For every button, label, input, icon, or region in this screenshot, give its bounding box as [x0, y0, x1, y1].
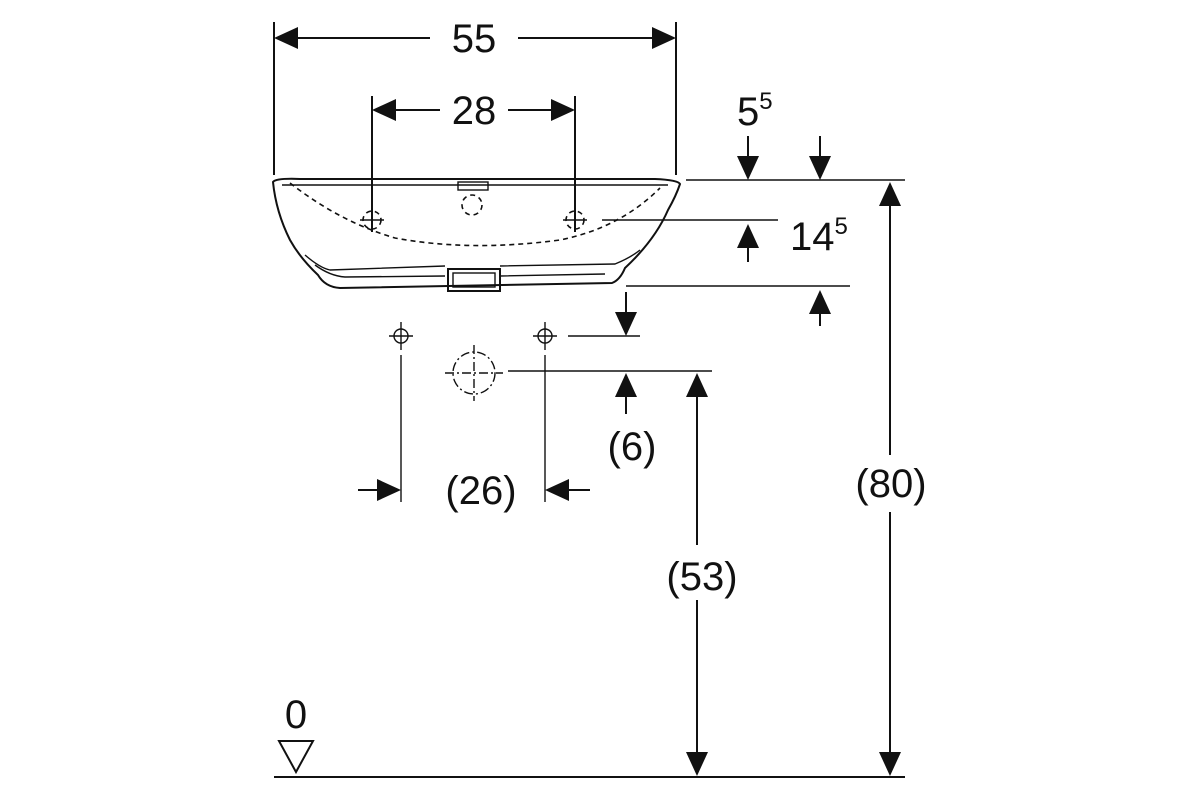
tap-hole-left-icon: [360, 208, 384, 232]
arrow-right-icon: [652, 27, 676, 49]
arrow-right-icon: [551, 99, 575, 121]
bolt-spacing-dimension: (26): [358, 355, 590, 513]
floor-level-reference: 0: [274, 693, 905, 778]
overall-width-dimension: 55: [273, 17, 677, 175]
washbasin-side-view: [271, 177, 682, 292]
bolt-spacing-label: (26): [445, 469, 516, 513]
basin-depth-label: 145: [790, 213, 848, 259]
waste-offset-dimension: (6): [508, 370, 712, 469]
arrow-down-icon: [879, 752, 901, 776]
tap-hole-right-icon: [563, 208, 587, 232]
arrow-up-icon: [809, 290, 831, 314]
waste-height-label: (53): [666, 555, 737, 599]
overall-width-label: 55: [452, 17, 497, 61]
arrow-up-icon: [615, 373, 637, 397]
arrow-up-icon: [686, 373, 708, 397]
arrow-down-icon: [737, 156, 759, 180]
waste-height-dimension: (53): [666, 373, 738, 776]
waste-offset-label: (6): [608, 425, 657, 469]
rim-offset-dimension: 55: [686, 88, 905, 181]
arrow-down-icon: [809, 156, 831, 180]
arrow-down-icon: [686, 752, 708, 776]
level-marker-icon: [277, 740, 315, 775]
tap-hole-spacing-label: 28: [452, 89, 497, 133]
arrow-left-icon: [545, 479, 569, 501]
tap-hole-spacing-dimension: 28: [371, 89, 576, 232]
rim-height-dimension: (80): [855, 182, 927, 776]
rim-offset-label: 55: [737, 88, 773, 134]
waste-outlet-icon: [445, 345, 503, 401]
rim-height-label: (80): [855, 462, 926, 506]
bolt-hole-left-icon: [389, 322, 413, 350]
floor-level-label: 0: [285, 693, 307, 737]
arrow-up-icon: [737, 224, 759, 248]
bolt-hole-right-icon: [533, 322, 557, 350]
arrow-down-icon: [615, 312, 637, 336]
basin-depth-dimension: 145: [602, 213, 848, 262]
arrow-right-icon: [377, 479, 401, 501]
arrow-left-icon: [372, 99, 396, 121]
arrow-left-icon: [274, 27, 298, 49]
basin-bottom-reference: [615, 285, 850, 336]
arrow-up-icon: [879, 182, 901, 206]
